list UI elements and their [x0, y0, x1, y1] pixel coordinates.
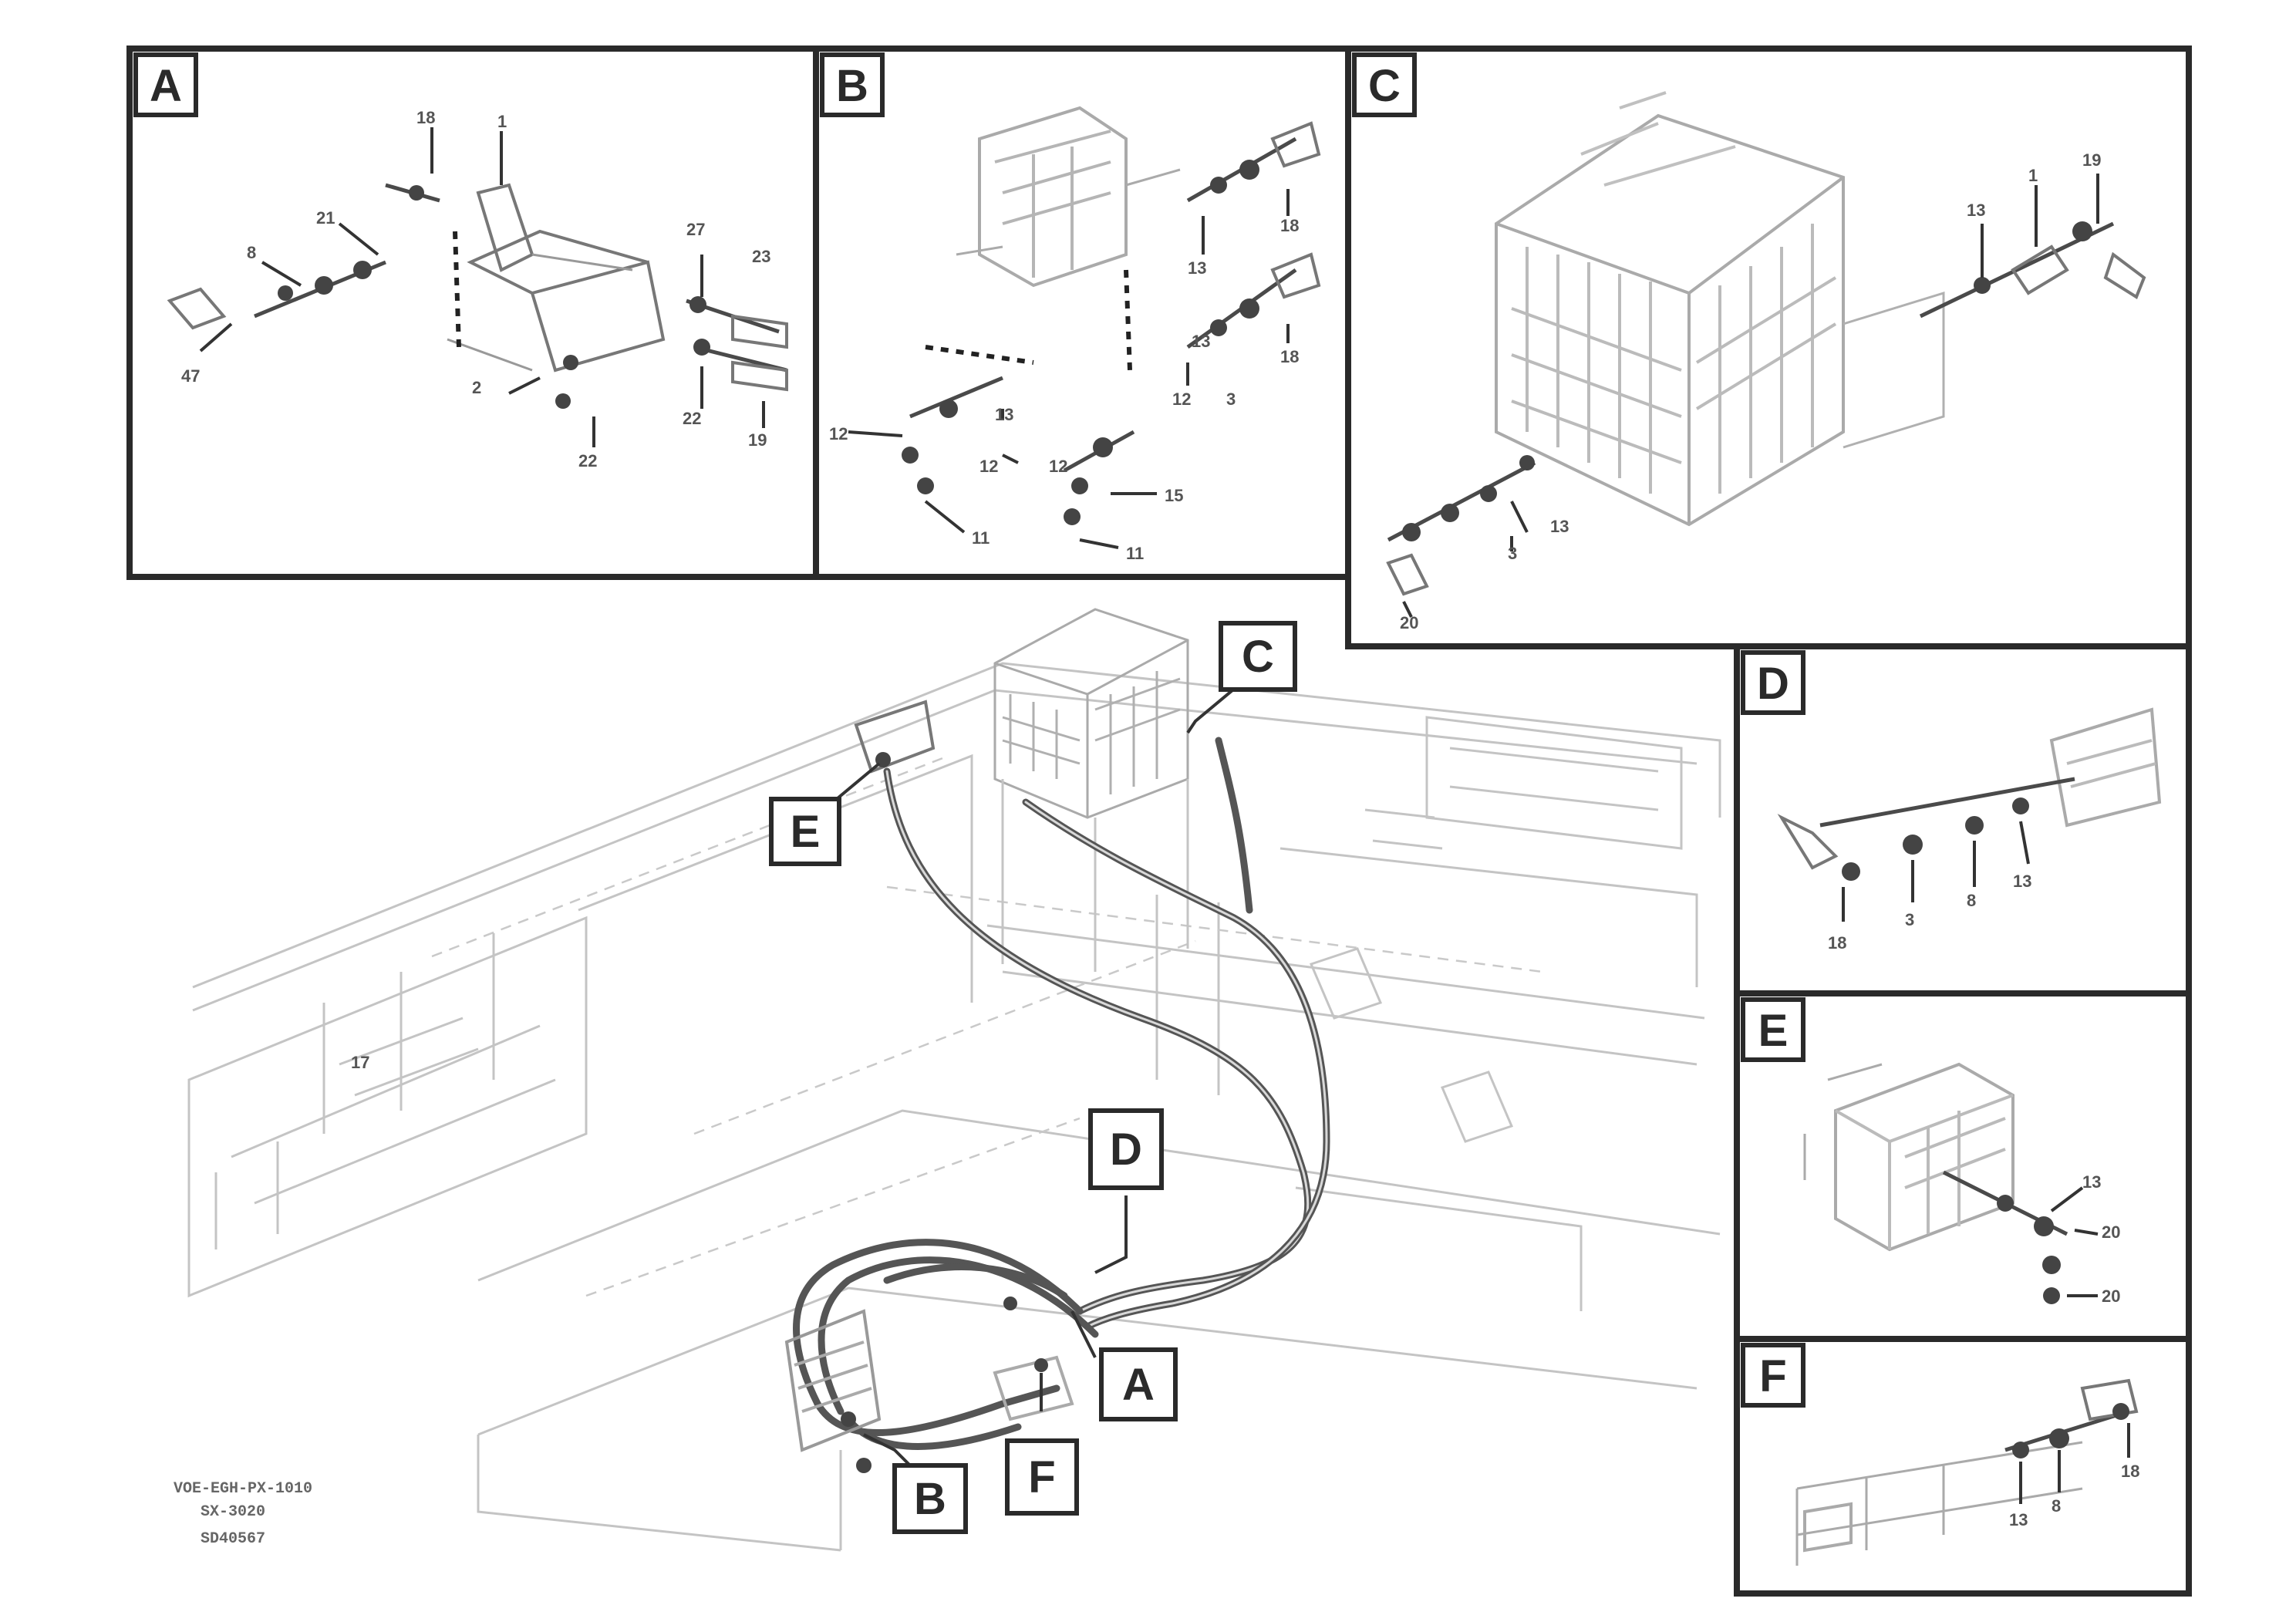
panel-b-num-9: 12 — [979, 457, 998, 476]
panel-a-num-6: 23 — [752, 247, 770, 266]
panel-a-num-2: 1 — [497, 112, 507, 131]
panel-b-num-12: 15 — [1165, 486, 1183, 505]
svg-text:A: A — [1122, 1360, 1155, 1410]
panel-a-num-5: 27 — [686, 220, 705, 239]
panel-b-num-5: 12 — [1172, 389, 1191, 409]
panel-c-num-5: 3 — [1508, 544, 1517, 563]
main-callout-e[interactable]: E — [769, 797, 841, 866]
panel-c-num-6: 20 — [1400, 613, 1418, 632]
panel-d-num-2: 3 — [1905, 910, 1914, 929]
svg-text:E: E — [791, 807, 821, 857]
panel-f-num-2: 8 — [2052, 1496, 2061, 1516]
panel-b-num-2: 13 — [1188, 258, 1206, 278]
svg-text:F: F — [1759, 1351, 1786, 1401]
detail-panel-d: D 18 3 8 13 — [1734, 643, 2192, 996]
main-callout-f[interactable]: F — [1005, 1438, 1079, 1516]
main-callout-d[interactable]: D — [1088, 1108, 1164, 1190]
panel-c-num-3: 1 — [2028, 166, 2038, 185]
panel-c-num-2: 13 — [1967, 201, 1985, 220]
panel-a-num-10: 22 — [683, 409, 701, 428]
panel-d-tag[interactable]: D — [1741, 650, 1805, 715]
detail-panel-e: E 13 20 20 — [1734, 990, 2192, 1342]
main-callout-b[interactable]: B — [892, 1463, 968, 1534]
panel-a-num-3: 21 — [316, 208, 335, 228]
fitting-e — [854, 700, 936, 774]
panel-e-num-2: 20 — [2102, 1222, 2120, 1242]
panel-a-num-7: 47 — [181, 366, 200, 386]
panel-b-tag[interactable]: B — [820, 52, 885, 117]
panel-b-num-8: 13 — [995, 405, 1013, 424]
panel-b-num-6: 3 — [1226, 389, 1236, 409]
svg-text:D: D — [1757, 659, 1789, 709]
panel-c-num-4: 13 — [1550, 517, 1569, 536]
svg-text:C: C — [1368, 61, 1401, 111]
drawing-code-line3: SD40567 — [201, 1530, 265, 1548]
svg-text:E: E — [1758, 1006, 1789, 1056]
panel-a-num-4: 8 — [247, 243, 256, 262]
pilot-hoses — [793, 737, 1330, 1450]
main-callout-c[interactable]: C — [1219, 621, 1297, 692]
svg-text:D: D — [1110, 1125, 1142, 1175]
svg-text:F: F — [1028, 1452, 1055, 1502]
detail-panel-f: F 13 8 18 — [1734, 1336, 2192, 1597]
main-assembly-drawing — [187, 662, 1721, 1552]
panel-a-num-1: 18 — [416, 108, 435, 127]
panel-a-tag[interactable]: A — [133, 52, 198, 117]
main-callout-a[interactable]: A — [1099, 1347, 1178, 1421]
panel-b-num-3: 13 — [1192, 332, 1210, 351]
drawing-code-block: VOE-EGH-PX-1010 SX-3020 SD40567 — [174, 1480, 312, 1548]
callout-leaders — [831, 681, 1243, 1475]
panel-b-num-10: 11 — [972, 528, 990, 548]
svg-text:B: B — [914, 1474, 946, 1524]
svg-text:C: C — [1242, 632, 1274, 682]
detail-panel-b: B 18 13 13 18 12 3 12 13 — [813, 46, 1351, 580]
pilot-valve-lower — [784, 1297, 1074, 1473]
panel-a-num-8: 2 — [472, 378, 481, 397]
panel-f-num-1: 13 — [2009, 1510, 2028, 1529]
panel-b-num-13: 11 — [1126, 544, 1144, 563]
panel-b-num-1: 18 — [1280, 216, 1299, 235]
control-valve-block — [993, 608, 1189, 972]
panel-e-num-1: 13 — [2082, 1172, 2101, 1192]
panel-b-num-4: 18 — [1280, 347, 1299, 366]
svg-text:A: A — [150, 61, 182, 111]
panel-d-num-1: 18 — [1828, 933, 1846, 953]
panel-e-num-3: 20 — [2102, 1286, 2120, 1306]
panel-c-num-1: 19 — [2082, 150, 2101, 170]
detail-panel-c: C 19 13 1 13 3 20 — [1345, 46, 2192, 649]
panel-d-num-4: 13 — [2013, 872, 2031, 891]
panel-e-tag[interactable]: E — [1741, 997, 1805, 1062]
svg-text:B: B — [836, 61, 868, 111]
panel-b-num-7: 12 — [829, 424, 848, 443]
panel-c-tag[interactable]: C — [1352, 52, 1417, 117]
panel-a-num-9: 22 — [578, 451, 597, 470]
drawing-code-line2: SX-3020 — [201, 1503, 265, 1521]
panel-a-num-11: 19 — [748, 430, 767, 450]
panel-f-num-3: 18 — [2121, 1462, 2139, 1481]
label-17: 17 — [351, 1053, 369, 1072]
detail-panel-a: A 18 1 21 8 27 23 47 2 22 — [126, 46, 819, 580]
drawing-code-line1: VOE-EGH-PX-1010 — [174, 1480, 312, 1498]
panel-b-num-11: 12 — [1049, 457, 1067, 476]
panel-d-num-3: 8 — [1967, 891, 1976, 910]
panel-f-tag[interactable]: F — [1741, 1343, 1805, 1408]
